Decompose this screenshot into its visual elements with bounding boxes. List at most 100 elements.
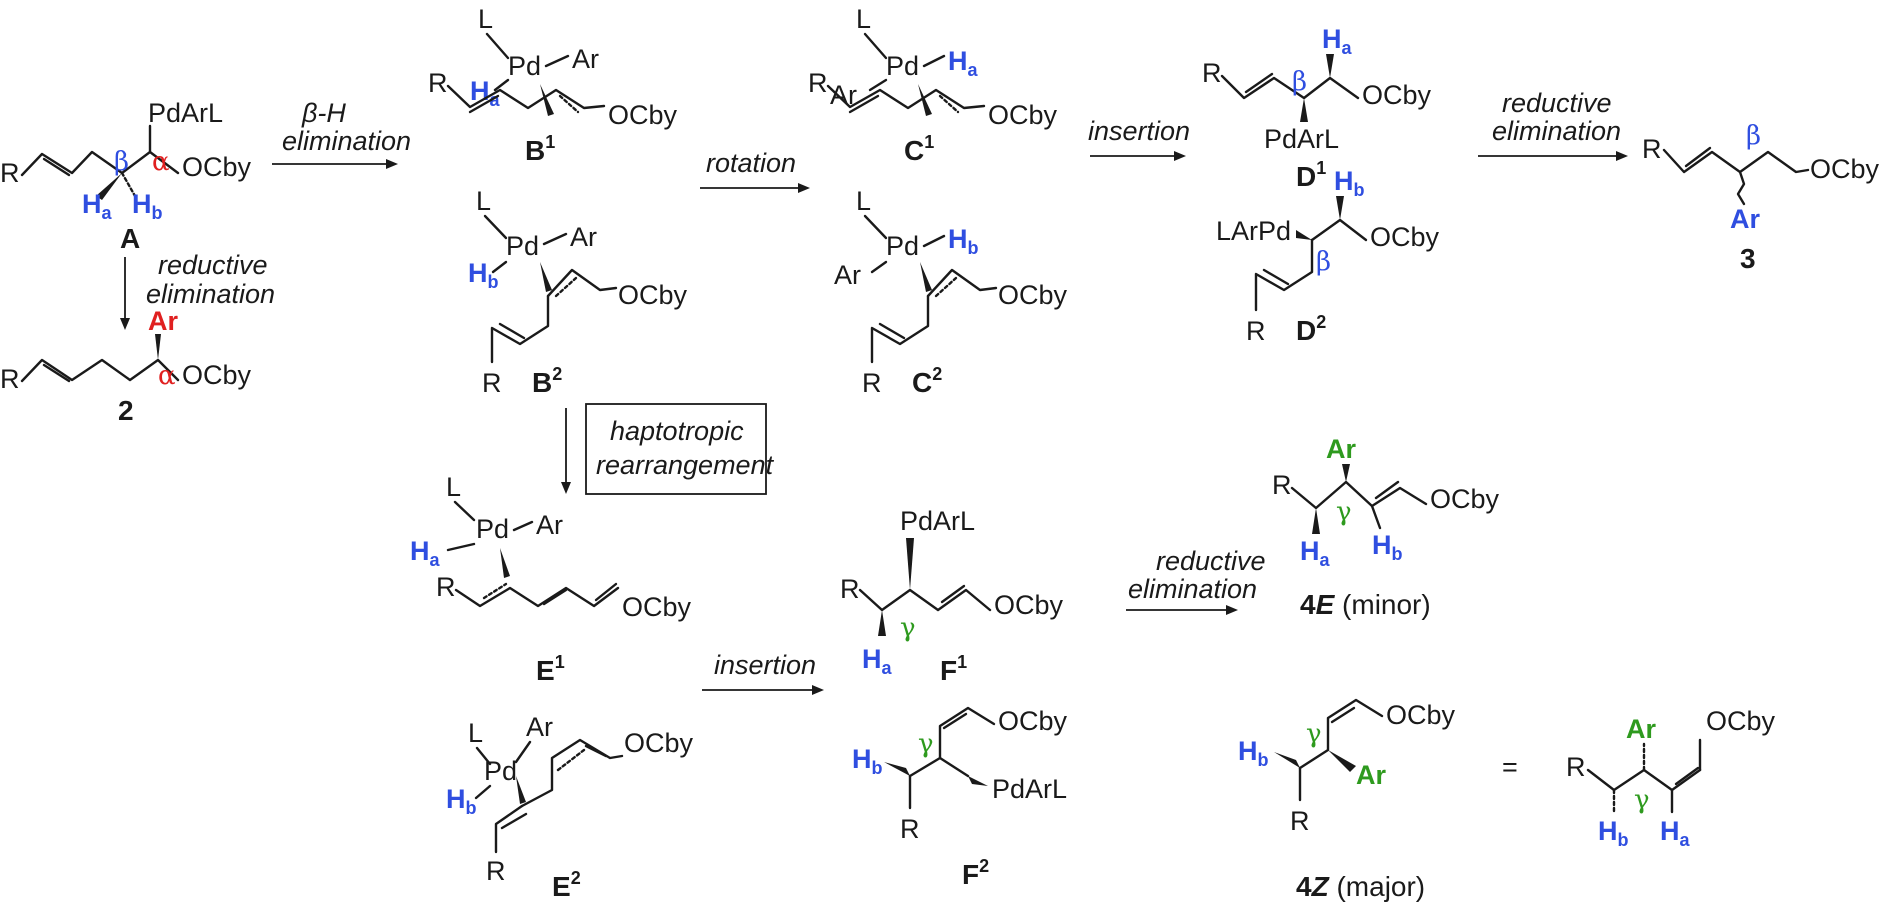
compound-label-D1: D1 [1296,158,1326,192]
compound-A: R PdArL OCby β α Ha Hb A [0,98,252,254]
hb-label: Hb [1238,736,1269,770]
l-label: L [856,4,871,34]
equals-sign: = [1502,752,1518,782]
arrow-reductive-elimination-1: reductive elimination [1478,88,1628,161]
compound-label-E2: E2 [552,868,581,902]
r-group: R [900,814,920,844]
compound-4E: Ar R γ OCby Ha Hb 4E (minor) [1272,434,1500,620]
arrow-label: reductive [1502,88,1612,118]
arrow-label-2: elimination [146,279,275,309]
compound-D1: R Ha β OCby PdArL D1 [1202,24,1432,192]
ocby-label: OCby [994,590,1064,620]
compound-label-F2: F2 [962,856,989,890]
r-group: R [482,368,502,398]
compound-E1: L Pd Ar Ha R OCby E1 [410,472,692,686]
compound-label-B2: B2 [532,364,562,398]
l-label: L [446,472,461,502]
compound-F2: Hb OCby PdArL γ R F2 [852,706,1068,890]
pd-label: Pd [506,231,539,261]
pd-label: PdArL [900,506,975,536]
ocby-label: OCby [182,360,252,390]
r-group: R [840,574,860,604]
compound-D2: LArPd Hb OCby β R D2 [1216,166,1440,346]
r-group: R [436,572,456,602]
ocby-label: OCby [182,152,252,182]
ar-label: Ar [526,712,553,742]
ocby-label: OCby [998,706,1068,736]
arrow-label: insertion [1088,116,1190,146]
arrow-insertion-2: insertion [702,650,824,695]
arrow-label: haptotropic [610,416,744,446]
arrow-label-2: elimination [1128,574,1257,604]
h-label: Hb [948,224,979,258]
arrow-haptotropic: haptotropic rearrangement [561,403,775,495]
compound-4Z: Hb OCby Ar γ R 4Z (major) [1238,698,1456,902]
compound-C1: L Pd Ha Ar R OCby C1 [808,4,1058,166]
ar-label: Ar [1356,760,1386,790]
h-label: Hb [1334,166,1365,200]
arrow-label-2: elimination [1492,116,1621,146]
r-group: R [1290,806,1310,836]
r-group: R [486,856,506,886]
beta-label: β [1292,67,1307,97]
compound-B2: L Pd Ar Hb OCby R B2 [468,186,688,398]
arrow-rotation: rotation [700,148,810,193]
gamma-label: γ [1336,497,1352,527]
arrow-beta-h-elimination: β-H elimination [272,98,411,169]
l-label: L [478,4,493,34]
r-group: R [0,364,20,394]
arrow-label-2: elimination [282,126,411,156]
compound-4Z-alt: = R Ar OCby γ Hb Ha [1502,706,1776,850]
arrow-label: β-H [301,98,346,128]
ar-label: Ar [148,306,178,336]
compound-E2: L Pd Ar Hb OCby R E2 [446,712,694,902]
pd-label: Pd [886,51,919,81]
compound-label-4Z: 4Z (major) [1296,871,1425,902]
alpha-label: α [158,361,176,391]
gamma-label: γ [1306,719,1322,749]
pd-label: Pd [484,756,517,786]
ocby-label: OCby [1370,222,1440,252]
h-label: Hb [446,784,477,818]
h-label: Hb [852,744,883,778]
compound-label-C2: C2 [912,364,942,398]
beta-label: β [1746,121,1761,151]
r-group: R [1272,470,1292,500]
arrow-label: rotation [706,148,796,178]
ocby-label: OCby [1430,484,1500,514]
compound-label-A: A [120,223,140,254]
gamma-label: γ [900,613,916,643]
compound-label-C1: C1 [904,132,934,166]
ha-label: Ha [1300,536,1331,570]
beta-label: β [114,147,129,177]
pd-label: PdArL [992,774,1067,804]
compound-3: R β OCby Ar 3 [1642,121,1880,274]
ocby-label: OCby [608,100,678,130]
compound-label-D2: D2 [1296,312,1326,346]
r-group: R [1202,58,1222,88]
ar-label: Ar [572,44,599,74]
r-group: R [1642,134,1662,164]
compound-F1: PdArL R γ OCby Ha F1 [840,506,1064,686]
l-label: L [476,186,491,216]
ocby-label: OCby [1706,706,1776,736]
ocby-label: OCby [998,280,1068,310]
compound-2: R Ar α OCby 2 [0,306,252,426]
ocby-label: OCby [622,592,692,622]
pd-label: PdArL [1264,124,1339,154]
compound-label-2: 2 [118,395,134,426]
pd-label: LArPd [1216,216,1291,246]
gamma-label: γ [1634,785,1650,815]
h-label: Hb [468,258,499,292]
r-group: R [1566,752,1586,782]
ocby-label: OCby [618,280,688,310]
hb-label: Hb [132,189,163,223]
compound-C2: L Pd Hb Ar OCby R C2 [834,186,1068,398]
hb-label: Hb [1372,530,1403,564]
ocby-label: OCby [624,728,694,758]
h-label: Ha [1322,24,1353,58]
r-group: R [808,68,828,98]
arrow-reductive-elimination-A-2: reductive elimination [120,250,275,330]
ocby-label: OCby [1362,80,1432,110]
